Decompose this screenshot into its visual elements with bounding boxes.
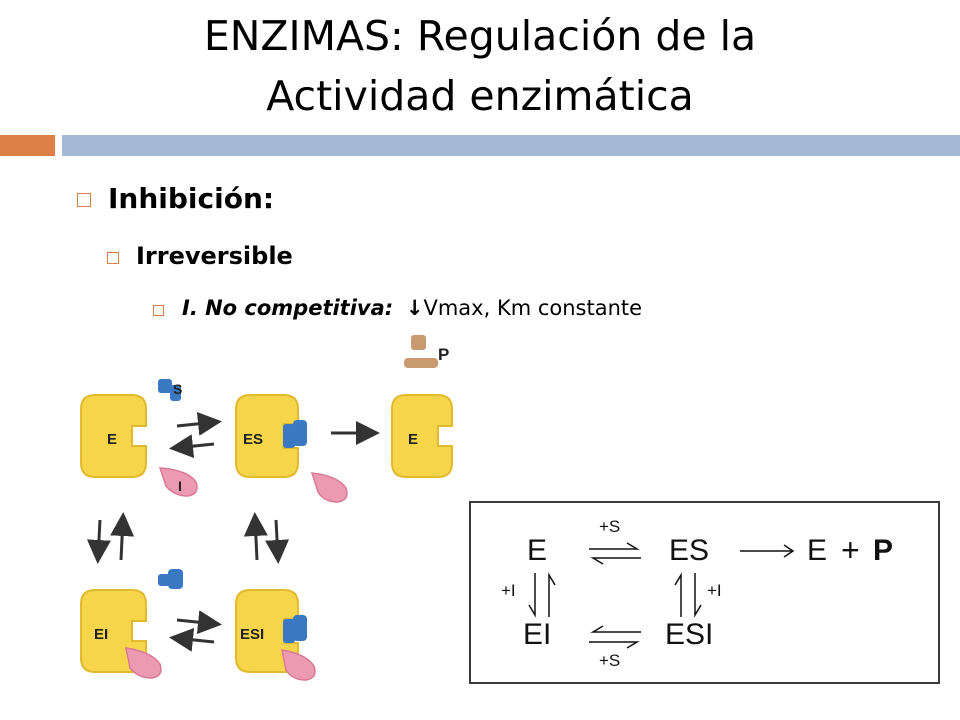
equilibrium-arrows-right bbox=[674, 572, 702, 618]
enzyme-es-label: ES bbox=[243, 431, 263, 448]
slide-title: ENZIMAS: Regulación de la Actividad enzi… bbox=[0, 6, 960, 126]
bullet-square-icon bbox=[107, 252, 119, 264]
scheme-plus-s-top: +S bbox=[599, 517, 621, 536]
arrow-esi-to-es bbox=[243, 512, 268, 561]
scheme-plus: + bbox=[841, 532, 860, 568]
enzyme-es: ES bbox=[235, 394, 299, 478]
scheme-esi: ESI bbox=[665, 618, 714, 651]
title-accent-bar-orange bbox=[0, 135, 55, 156]
substrate-bound-es bbox=[283, 420, 307, 448]
bullet-square-icon bbox=[153, 305, 164, 316]
scheme-plus-s-bottom: +S bbox=[599, 651, 621, 670]
enzyme-ei-label: EI bbox=[94, 626, 108, 643]
arrow-es-to-esi bbox=[265, 519, 290, 564]
inhibitor-near-es bbox=[310, 472, 348, 503]
vmax-km-text: Vmax, Km constante bbox=[423, 296, 643, 320]
equilibrium-arrows-bottom bbox=[589, 625, 641, 649]
enzyme-e-2: E bbox=[391, 394, 453, 478]
arrow-e-to-es bbox=[176, 411, 222, 436]
bullet-square-icon bbox=[77, 193, 91, 207]
kinetic-scheme-box: E +S ES E + P +I +I EI +S ESI bbox=[469, 501, 940, 684]
bullet-irreversible: Irreversible bbox=[136, 242, 293, 270]
scheme-e-product: E bbox=[807, 534, 828, 567]
no-competitiva-label: I. No competitiva: bbox=[182, 296, 394, 320]
title-line-2: Actividad enzimática bbox=[266, 72, 694, 120]
substrate-label: S bbox=[173, 381, 182, 397]
product: P bbox=[404, 335, 449, 368]
inhibitor-free: I bbox=[158, 467, 198, 497]
title-accent-bar-blue bbox=[62, 135, 960, 156]
inhibitor-bound-ei bbox=[125, 647, 162, 679]
equilibrium-arrows-top bbox=[589, 542, 641, 565]
product-label: P bbox=[438, 345, 449, 364]
scheme-es: ES bbox=[669, 534, 710, 567]
bullet-no-competitiva: I. No competitiva: ↓Vmax, Km constante bbox=[182, 296, 642, 320]
equilibrium-arrows-left bbox=[528, 572, 556, 618]
reaction-arrows bbox=[86, 411, 380, 652]
arrow-esi-to-ei bbox=[169, 627, 215, 652]
inhibitor-label: I bbox=[178, 478, 182, 494]
enzyme-e-1-label: E bbox=[107, 431, 117, 448]
down-arrow-icon: ↓ bbox=[405, 296, 424, 320]
bullet-inhibicion: Inhibición: bbox=[108, 182, 275, 215]
scheme-e: E bbox=[527, 534, 548, 567]
arrow-es-to-e bbox=[169, 434, 215, 459]
enzyme-e-1: E bbox=[80, 394, 147, 478]
substrate-free-ei bbox=[158, 569, 183, 589]
scheme-plus-i-right: +I bbox=[707, 581, 722, 600]
arrow-ei-to-esi bbox=[176, 610, 222, 635]
substrate-free: S bbox=[158, 379, 182, 401]
arrow-e-to-ei bbox=[86, 519, 111, 564]
enzyme-e-2-label: E bbox=[408, 431, 418, 448]
inhibitor-bound-esi bbox=[281, 649, 316, 681]
arrow-forward-icon bbox=[740, 544, 795, 558]
enzyme-esi-label: ESI bbox=[240, 626, 264, 643]
title-line-1: ENZIMAS: Regulación de la bbox=[203, 12, 757, 60]
arrow-ei-to-e bbox=[110, 512, 135, 561]
scheme-p: P bbox=[873, 534, 894, 567]
substrate-bound-esi bbox=[283, 615, 307, 643]
scheme-plus-i-left: +I bbox=[501, 581, 516, 600]
scheme-ei: EI bbox=[523, 618, 552, 651]
